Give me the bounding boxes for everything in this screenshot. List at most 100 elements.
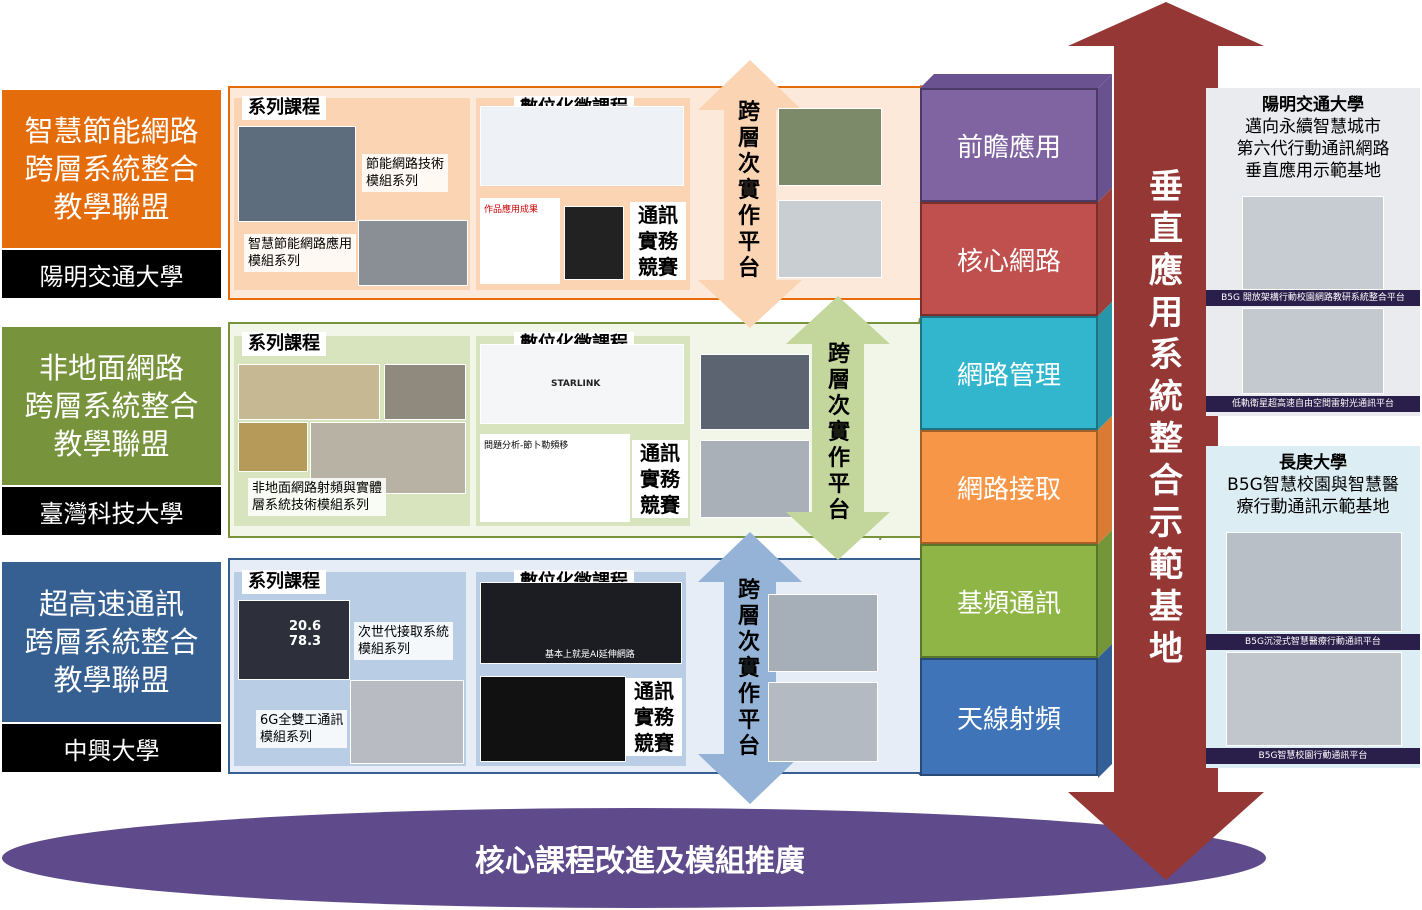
base-text: 核心課程改進及模組推廣	[475, 844, 805, 879]
platform-1-char-7: 台	[737, 256, 760, 281]
site-card-1: 陽明交通大學 邁向永續智慧城市 第六代行動通訊網路 垂直應用示範基地 B5G 開…	[1206, 88, 1420, 416]
caption-2a-line-2: 層系統技術模組系列	[252, 498, 370, 513]
platform-1-char-4: 實	[737, 178, 760, 203]
compete-3-line-2: 實務	[634, 705, 674, 729]
platform-text-1: 跨 層 次 實 作 平 台	[734, 100, 764, 282]
photo-dashboard-1	[778, 200, 882, 278]
photo-instruments-2	[700, 440, 810, 518]
site-1-photo-1	[1242, 196, 1384, 290]
vertical-char-10: 範	[1149, 545, 1183, 585]
caption-3b-line-1: 6G全雙工通訊	[260, 713, 344, 728]
caption-2a-line-1: 非地面網路射頻與實體	[252, 481, 383, 496]
platform-3-char-5: 作	[737, 682, 760, 707]
caption-1b: 智慧節能網路應用 模組系列	[244, 234, 357, 272]
photo-hardware-1	[778, 108, 882, 186]
alliance-2-line-3: 教學聯盟	[53, 427, 170, 461]
site-1-heading: 陽明交通大學 邁向永續智慧城市 第六代行動通訊網路 垂直應用示範基地	[1206, 88, 1420, 182]
starlink-text: STARLINK	[551, 379, 601, 389]
micro-panel-1: 數位化微課程 作品應用成果 通訊 實務 競賽	[476, 96, 690, 290]
compete-2: 通訊 實務 競賽	[632, 440, 688, 518]
alliance-1-line-2: 跨層系統整合	[24, 152, 199, 186]
platform-1-char-2: 層	[737, 126, 760, 151]
photo-antenna-1	[238, 364, 380, 420]
photo-laptops-1	[358, 220, 468, 286]
result-slide-1: 作品應用成果	[480, 198, 560, 284]
photo-lab-2	[384, 364, 466, 420]
site-1-line-2: 邁向永續智慧城市	[1245, 117, 1381, 137]
site-1-photo-2	[1242, 308, 1384, 394]
series-panel-1: 系列課程 節能網路技術 模組系列 智慧節能網路應用 模組系列	[234, 96, 470, 290]
layer-baseband: 基頻通訊	[920, 544, 1098, 658]
site-2-caption-2: B5G智慧校園行動通訊平台	[1206, 748, 1420, 764]
university-label-1: 陽明交通大學	[2, 250, 221, 298]
platform-text-3: 跨 層 次 實 作 平 台	[734, 578, 764, 760]
photo-booth-1	[238, 126, 356, 222]
caption-2a: 非地面網路射頻與實體 層系統技術模組系列	[248, 478, 387, 516]
site-1-line-4: 垂直應用示範基地	[1245, 161, 1381, 181]
compete-2-line-2: 實務	[640, 467, 680, 491]
caption-3b: 6G全雙工通訊 模組系列	[256, 710, 348, 748]
slide-2: STARLINK	[480, 344, 684, 424]
site-2-line-3: 療行動通訊示範基地	[1236, 497, 1390, 517]
site-card-2: 長庚大學 B5G智慧校園與智慧醫 療行動通訊示範基地 B5G沉浸式智慧醫療行動通…	[1206, 446, 1420, 768]
alliance-1-line-3: 教學聯盟	[53, 190, 170, 224]
site-2-photo-2	[1226, 652, 1402, 746]
result-slide-title: 作品應用成果	[484, 205, 539, 215]
compete-3: 通訊 實務 競賽	[626, 678, 682, 756]
caption-1b-line-2: 模組系列	[248, 254, 301, 269]
platform-3-char-1: 跨	[737, 578, 760, 603]
compete-1-line-1: 通訊	[638, 203, 678, 227]
caption-1b-line-1: 智慧節能網路應用	[248, 237, 353, 252]
platform-3-char-2: 層	[737, 604, 760, 629]
vertical-arrow-text: 垂 直 應 用 系 統 整 合 示 範 基 地	[1146, 166, 1186, 670]
platform-2-char-5: 作	[827, 446, 850, 471]
photo-monitor-3: 20.6 78.3	[238, 600, 350, 680]
alliance-title-3: 超高速通訊 跨層系統整合 教學聯盟	[2, 562, 221, 722]
platform-2-char-1: 跨	[827, 342, 850, 367]
vertical-char-6: 統	[1149, 377, 1183, 417]
platform-2-char-4: 實	[827, 420, 850, 445]
layer-antenna-rf: 天線射頻	[920, 658, 1098, 776]
photo-mascot-3	[480, 676, 626, 762]
alliance-title-2: 非地面網路 跨層系統整合 教學聯盟	[2, 327, 221, 485]
vertical-char-5: 系	[1149, 335, 1183, 375]
base-ellipse	[2, 808, 1266, 908]
dark-screens-1	[564, 206, 624, 280]
micro-footer-3: 基本上就是AI延伸網路	[545, 650, 635, 660]
university-label-3: 中興大學	[2, 724, 221, 772]
doppler-title: 問題分析-節卜勒頻移	[484, 441, 569, 451]
vertical-char-1: 垂	[1149, 167, 1183, 207]
platform-3-char-3: 次	[737, 630, 760, 655]
university-label-2: 臺灣科技大學	[2, 487, 221, 535]
compete-3-line-1: 通訊	[634, 679, 674, 703]
platform-2-char-3: 次	[827, 394, 850, 419]
photo-antenna-array	[238, 422, 308, 472]
platform-2-char-7: 台	[827, 498, 850, 523]
layer-stack-3d	[920, 74, 1112, 778]
slide-3: 基本上就是AI延伸網路	[480, 582, 682, 664]
caption-1a-line-1: 節能網路技術	[366, 157, 445, 172]
site-2-caption-1: B5G沉浸式智慧醫療行動通訊平台	[1206, 634, 1420, 650]
micro-panel-3: 數位化微課程 基本上就是AI延伸網路 通訊 實務 競賽	[476, 570, 686, 766]
photo-presenter-2	[700, 354, 810, 430]
series-label-1: 系列課程	[242, 96, 326, 120]
site-1-line-3: 第六代行動通訊網路	[1236, 139, 1390, 159]
screen-value: 20.6 78.3	[289, 619, 322, 649]
site-1-caption-2: 低軌衛星超高速自由空間雷射光通訊平台	[1206, 396, 1420, 412]
site-2-heading: 長庚大學 B5G智慧校園與智慧醫 療行動通訊示範基地	[1206, 446, 1420, 518]
platform-2-char-2: 層	[827, 368, 850, 393]
caption-3a-line-1: 次世代接取系統	[358, 625, 450, 640]
layer-core-network: 核心網路	[920, 202, 1098, 316]
platform-2-char-6: 平	[827, 472, 850, 497]
vertical-char-11: 基	[1149, 587, 1183, 627]
platform-3-char-6: 平	[737, 708, 760, 733]
alliance-3-line-2: 跨層系統整合	[24, 625, 199, 659]
compete-1-line-2: 實務	[638, 229, 678, 253]
platform-3-char-4: 實	[737, 656, 760, 681]
compete-1-line-3: 競賽	[638, 255, 678, 279]
caption-1a-line-2: 模組系列	[366, 174, 419, 189]
alliance-1-line-1: 智慧節能網路	[24, 114, 199, 148]
vertical-char-12: 地	[1149, 629, 1183, 669]
layer-network-access: 網路接取	[920, 430, 1098, 544]
photo-board-3	[350, 680, 464, 764]
